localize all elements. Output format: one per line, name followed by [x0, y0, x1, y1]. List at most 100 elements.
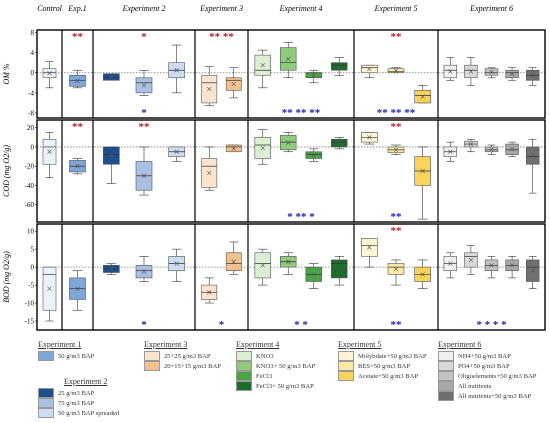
significance-bottom: * *: [294, 319, 308, 331]
mean-marker: [174, 261, 179, 266]
mean-marker: [174, 149, 179, 154]
mean-marker: [75, 286, 80, 291]
y-tick-label: 8: [31, 29, 35, 37]
legend-label: 75 g/m3 BAP: [58, 399, 95, 407]
box-plot: [135, 69, 153, 96]
significance-bottom: *: [141, 107, 147, 119]
mean-marker: [286, 259, 291, 264]
mean-marker: [420, 168, 425, 174]
box-plot: [505, 67, 519, 81]
y-tick-label: 4: [31, 49, 35, 57]
box-plot: [103, 146, 120, 184]
box-plot: [225, 67, 242, 99]
legend-swatch: [338, 351, 354, 361]
box-plot: [505, 256, 519, 279]
legend-item: 50 g/m3 BAP spreaded: [38, 408, 119, 418]
legend-item: 50 g/m3 BAP: [38, 351, 94, 361]
box-plot: [387, 144, 405, 155]
box-plot: [280, 132, 297, 153]
box-plot: [331, 57, 348, 76]
y-tick-label: -60: [25, 201, 35, 209]
legend-label: FeCl3: [256, 372, 273, 380]
legend-label: 25+25 g/m3 BAP: [164, 352, 211, 360]
mean-marker: [367, 66, 372, 72]
legend-label: NH4+50 g/m3 BAP: [458, 352, 511, 360]
legend-label: KNO3+ 50 g/m3 BAP: [256, 362, 316, 370]
significance-top: **: [72, 121, 84, 133]
box-plot: [414, 85, 431, 104]
legend-swatch: [38, 408, 54, 418]
mean-marker: [468, 257, 474, 263]
box-plot: [484, 144, 499, 155]
box-plot: [103, 73, 120, 81]
box-plot: [443, 141, 457, 162]
legend-item: KNO3: [236, 351, 315, 361]
box-plot: [201, 66, 218, 106]
box-plot: [254, 49, 271, 89]
box-plot: [526, 256, 540, 289]
box-plot: [201, 277, 218, 304]
legend-swatch: [38, 398, 54, 408]
legend-label: All nutrients+50 g/m3 BAP: [458, 392, 532, 400]
legend-label: BES+50 g/m3 BAP: [358, 362, 411, 370]
mean-marker: [489, 147, 494, 152]
column-header: Experiment 3: [199, 4, 243, 13]
column-header: Exp.1: [67, 4, 86, 13]
legend-item: FeCl3+ 50 g/m3 BAP: [236, 381, 315, 391]
box-plot: [305, 263, 322, 289]
legend-swatch: [438, 371, 454, 381]
box-plot: [414, 146, 431, 220]
panel-2: COD (mg O2/g)200-20-40-60***** ** *****: [2, 119, 546, 223]
y-axis-label: COD (mg O2/g): [2, 145, 11, 197]
box-plot: [464, 57, 478, 86]
significance-top: **: [139, 121, 151, 133]
mean-marker: [468, 141, 474, 147]
mean-marker: [530, 153, 535, 158]
legend-label: KNO3: [256, 352, 274, 360]
box-plot: [69, 270, 86, 311]
box-plot: [387, 259, 405, 286]
column-header: Experiment 5: [374, 4, 418, 13]
mean-marker: [231, 259, 236, 264]
box-plot: [464, 138, 478, 153]
mean-marker: [141, 83, 147, 88]
box-plot: [305, 148, 322, 162]
legend-item: All nutrients+50 g/m3 BAP: [438, 391, 536, 401]
box-plot: [443, 252, 457, 279]
mean-marker: [420, 272, 425, 277]
mean-marker: [489, 69, 494, 75]
legend-item: 25+25 g/m3 BAP: [144, 351, 221, 361]
significance-bottom: *: [141, 319, 147, 331]
box-plot: [168, 248, 185, 282]
mean-marker: [231, 81, 236, 87]
legend-item: KNO3+ 50 g/m3 BAP: [236, 361, 315, 371]
mean-marker: [489, 263, 494, 268]
significance-bottom: ** ** **: [282, 107, 321, 119]
box-plot: [135, 256, 153, 282]
box-plot: [526, 67, 540, 86]
legend-swatch: [338, 361, 354, 371]
mean-marker: [337, 266, 342, 272]
significance-bottom: **: [391, 211, 403, 223]
legend-swatch: [38, 351, 54, 361]
legend-title: Experiment 2: [64, 377, 108, 386]
mean-marker: [367, 245, 372, 250]
box-plot: [168, 44, 185, 94]
box-plot: [526, 138, 540, 194]
mean-marker: [448, 149, 453, 154]
significance-top: **: [72, 31, 84, 43]
mean-marker: [530, 73, 535, 78]
box-plot: [225, 144, 242, 153]
panel-frame: [36, 119, 546, 223]
box-plot: [254, 248, 271, 286]
legend-exp3: Experiment 3 25+25 g/m3 BAP 20+15+15 g/m…: [144, 340, 221, 371]
mean-marker: [286, 140, 291, 145]
y-tick-label: -8: [28, 109, 34, 117]
mean-marker: [109, 266, 114, 272]
legend-swatch: [438, 361, 454, 371]
y-tick-label: -20: [25, 163, 35, 171]
mean-marker: [260, 62, 265, 68]
legend-item: 25 g/m3 BAP: [38, 388, 119, 398]
mean-marker: [509, 263, 515, 268]
mean-marker: [47, 149, 52, 154]
